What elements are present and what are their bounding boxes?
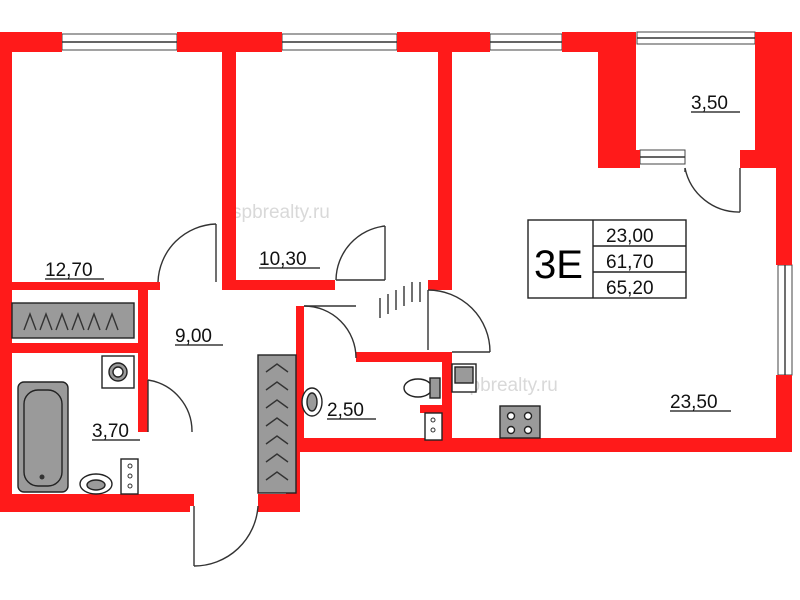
walls xyxy=(0,32,792,512)
summary-box: 3E 23,00 61,70 65,20 xyxy=(527,219,687,299)
watermark-lower: spbrealty.ru xyxy=(460,375,558,396)
apartment-code: 3E xyxy=(534,243,583,287)
room-toilet-area: 2,50 xyxy=(327,400,364,421)
stove-icon xyxy=(499,405,541,439)
socket-toilet-icon xyxy=(424,412,443,441)
room-hall-area: 9,00 xyxy=(175,326,212,347)
toilet-2-icon xyxy=(403,378,433,398)
total-area-balcony-value: 65,20 xyxy=(606,278,654,299)
room-balcony-area: 3,50 xyxy=(691,93,728,114)
wardrobe-hall-icon xyxy=(257,354,297,494)
room-labels: 12,70 10,30 3,50 9,00 3,70 2,50 23,50 xyxy=(45,93,740,442)
room-bedroom-middle-area: 10,30 xyxy=(259,249,307,270)
living-area-value: 23,00 xyxy=(606,226,654,247)
fixtures xyxy=(11,282,541,495)
wardrobe-bedroom-icon xyxy=(11,302,135,339)
room-bedroom-left-area: 12,70 xyxy=(45,260,93,281)
watermark-upper: spbrealty.ru xyxy=(232,202,330,223)
room-kitchen-living-area: 23,50 xyxy=(670,392,718,413)
room-bathroom-area: 3,70 xyxy=(92,421,129,442)
total-area-value: 61,70 xyxy=(606,252,654,273)
socket-bath-icon xyxy=(120,458,139,495)
doors xyxy=(147,167,741,567)
windows xyxy=(61,31,793,376)
